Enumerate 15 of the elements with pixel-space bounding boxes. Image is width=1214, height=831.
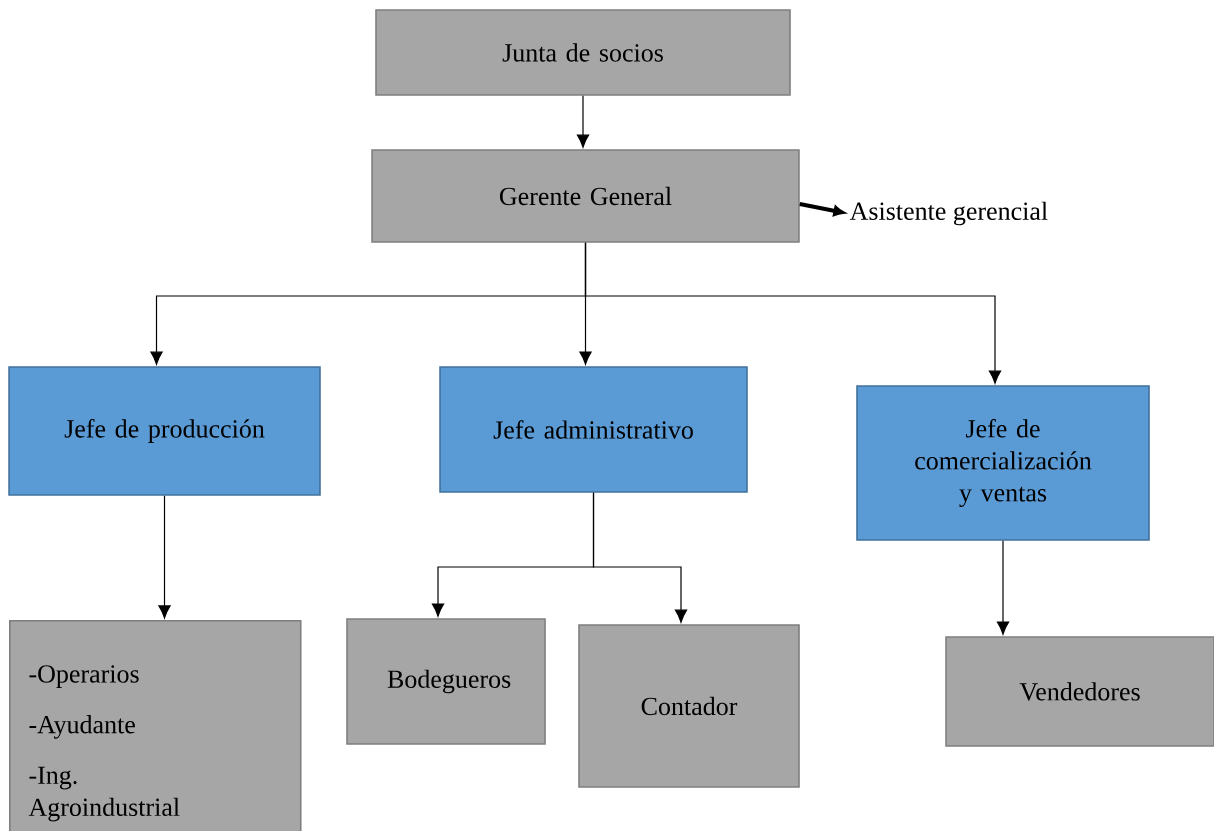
bare-text: Asistente gerencial xyxy=(849,201,1048,226)
process-box: -Operarios -Ayudante -Ing. Agroindustrial xyxy=(9,620,302,831)
arrow xyxy=(576,95,590,148)
process-box: Bodegueros xyxy=(346,618,546,745)
process-box: Jefe de comercialización y ventas xyxy=(856,385,1150,541)
arrow xyxy=(158,495,171,619)
process-box: Gerente General xyxy=(371,149,800,243)
process-box: Jefe de producción xyxy=(8,366,321,496)
arrow xyxy=(996,540,1010,635)
arrow xyxy=(592,492,688,623)
process-box: Junta de socios xyxy=(375,9,791,96)
process-box: Contador xyxy=(578,624,800,788)
process-box: Vendedores xyxy=(945,636,1214,747)
arrow xyxy=(584,242,1002,384)
process-box: Jefe administrativo xyxy=(439,366,748,493)
